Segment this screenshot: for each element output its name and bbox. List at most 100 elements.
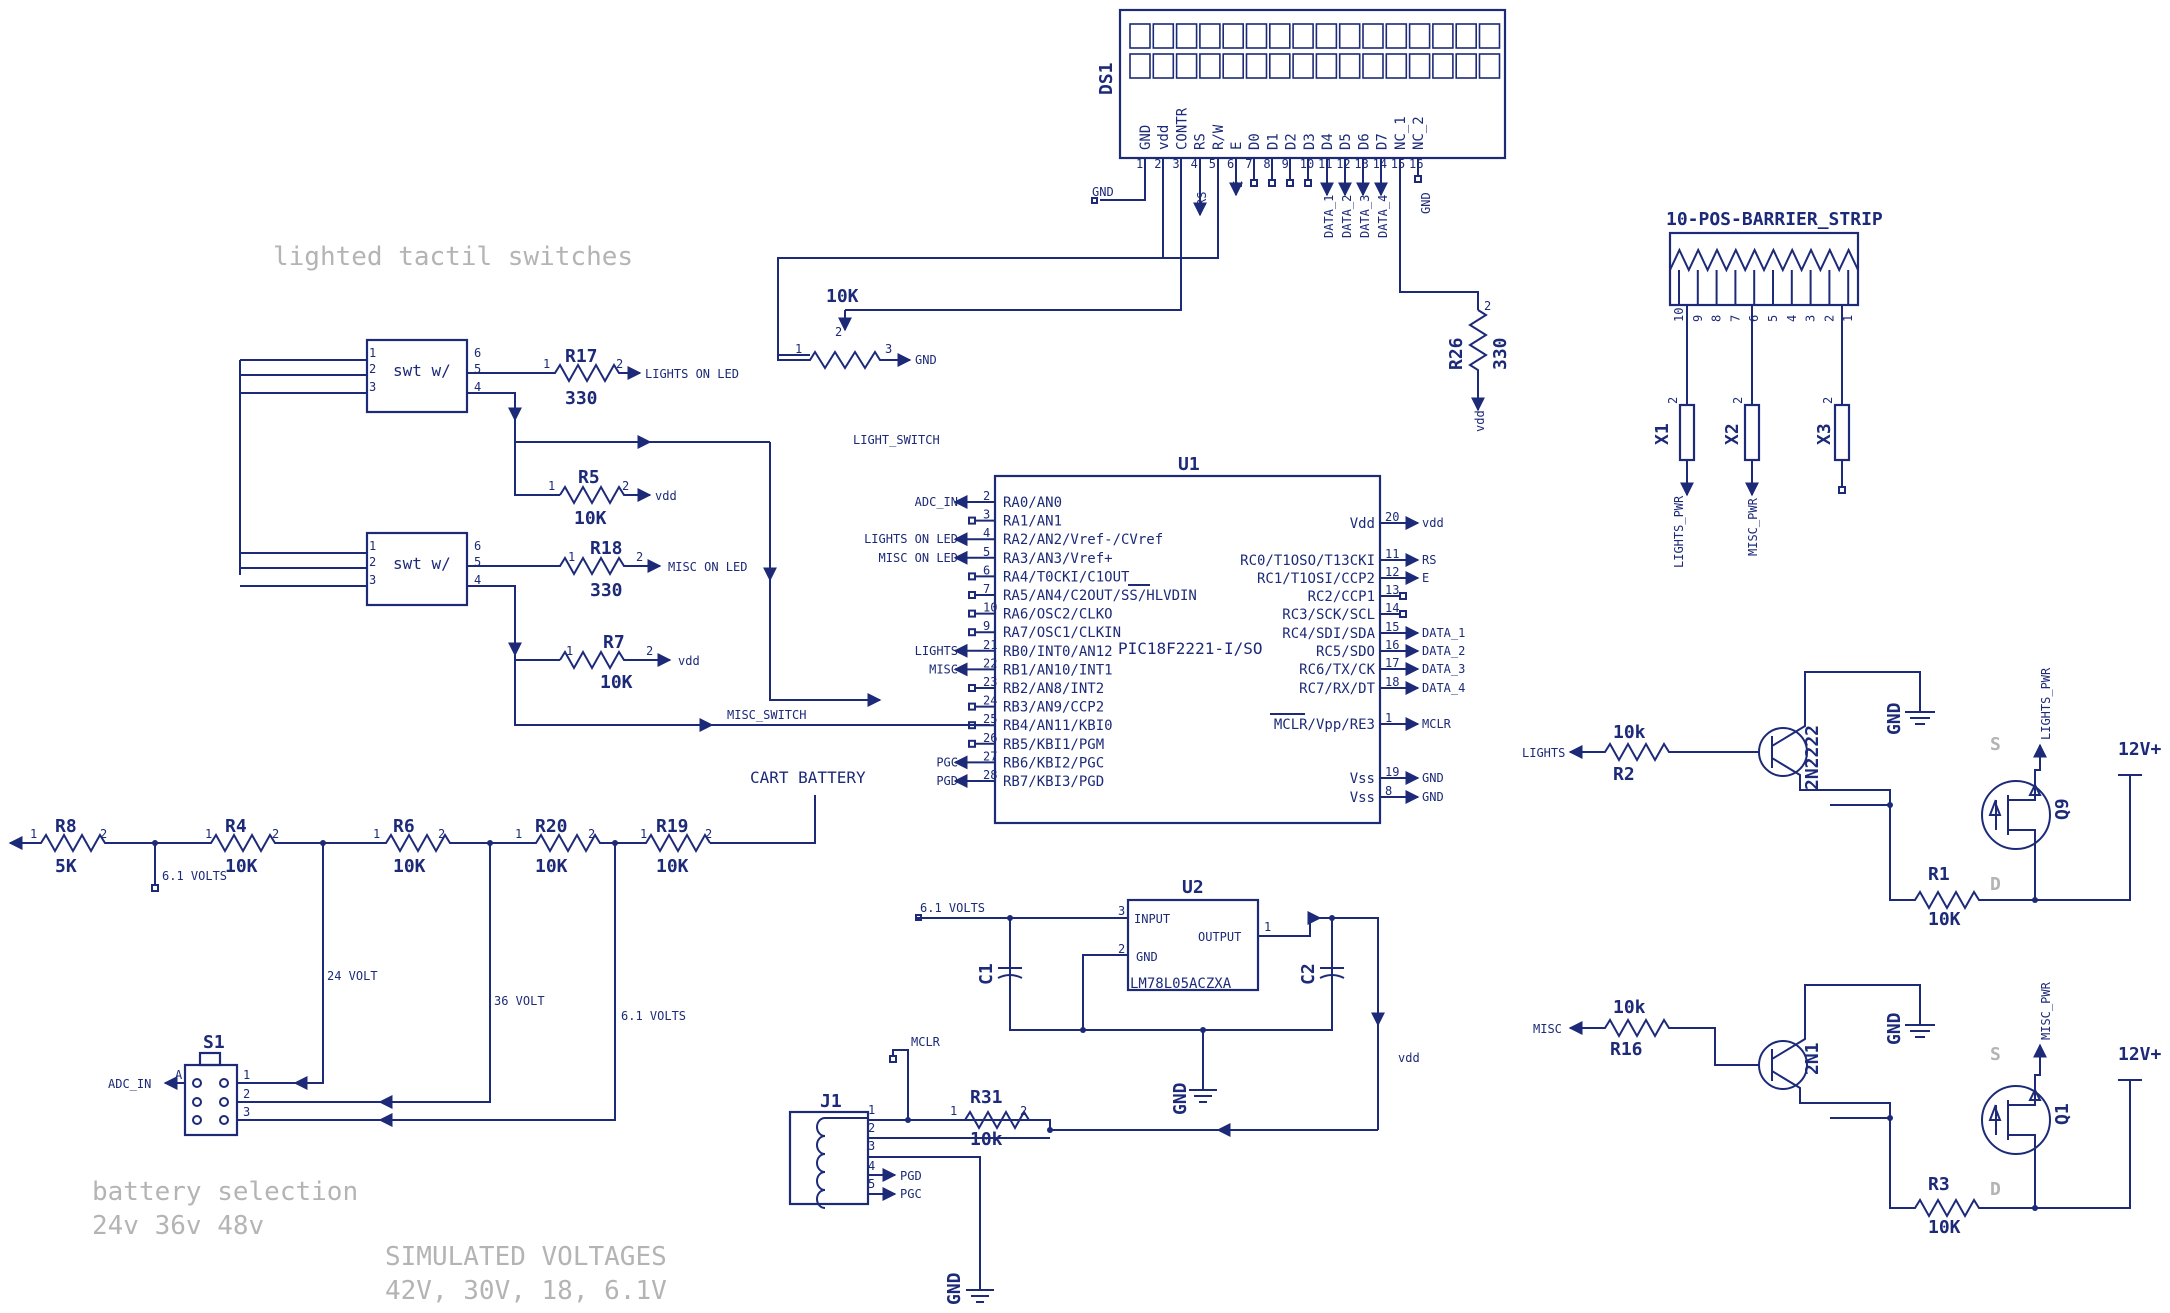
u1-right-pin-name: RC1/T1OSI/CCP2 [1257,571,1375,587]
driver2-mosfet: Q1 [2052,1103,2073,1125]
u1-left-pin-number: 6 [983,563,990,577]
lcd-pin-number: 8 [1263,157,1270,171]
u1-left-pin-name: RB2/AN8/INT2 [1003,681,1104,697]
u1-right-net: MCLR [1422,717,1452,731]
r18-ref: R18 [590,538,623,559]
u1-left-pin-name: RA5/AN4/C2OUT/SS/HLVDIN [1003,588,1197,604]
u1-part: PIC18F2221-I/SO [1118,639,1263,658]
capacitor-c2: C2 [1298,940,1345,1030]
u1-left-net: PGD [936,774,958,788]
strip-pin-number: 1 [1841,315,1855,322]
ds1-data4-net: DATA_4 [1376,195,1390,238]
sw2-pin2: 2 [369,555,376,569]
lcd-cell [1385,53,1408,79]
v36-net: 36 VOLT [494,994,545,1008]
strip-pin-number: 5 [1766,315,1780,322]
u2-input: INPUT [1134,912,1170,926]
lcd-cell [1292,53,1314,79]
s1-a: A [175,1068,183,1082]
driver2-source: S [1990,1044,2001,1065]
lcd-pin-label: D2 [1284,133,1300,150]
sw2-pin5: 5 [474,555,481,569]
lcd-pin-number: 5 [1209,157,1216,171]
u1-right-pin-name: RC2/CCP1 [1308,589,1375,605]
contrast-potentiometer: 10K 1 2 3 GND [777,286,937,370]
r26-ref: R26 [1446,337,1467,370]
s1-pin3: 3 [243,1105,250,1119]
driver1-transistor: 2N2222 [1802,725,1823,790]
u1-left-pin-name: RA7/OSC1/CLKIN [1003,625,1121,641]
ds1-data3-net: DATA_3 [1358,195,1372,238]
u1-left-pin-name: RB3/AN9/CCP2 [1003,700,1104,716]
r26-value: 330 [1490,337,1511,370]
strip-pin-number: 7 [1728,315,1742,322]
u1-right-pin-number: 11 [1385,547,1399,561]
c1-ref: C1 [976,963,997,985]
u1-left-pin-number: 9 [983,619,990,633]
u2-pin2: 2 [1118,942,1125,956]
lcd-pin-number: 15 [1391,157,1405,171]
lcd-pin-label: D7 [1375,133,1391,150]
driver2-gnd: GND [1884,1012,1905,1045]
driver1-mosfet: Q9 [2052,798,2073,820]
v61b-net: 6.1 VOLTS [621,1009,686,1023]
u1-right-pin-name: RC6/TX/CK [1299,662,1375,678]
u1-left-pin-name: RB6/KBI2/PGC [1003,755,1104,771]
r4-ref: R4 [225,816,247,837]
r20-pin1: 1 [515,827,522,841]
u1-left-net: MISC ON LED [879,551,958,565]
driver1-r2-value: 10k [1613,722,1646,743]
pot-pin3: 3 [885,342,892,356]
sw1-pin2: 2 [369,362,376,376]
u1-right-pin-number: 14 [1385,601,1399,615]
r17-net: LIGHTS ON LED [645,367,739,381]
u2-pin3: 3 [1118,904,1125,918]
microcontroller-u1: U1 PIC18F2221-I/SO RA0/AN02ADC_INRA1/AN1… [864,454,1465,825]
r8-pin1: 1 [30,827,37,841]
driver2-net: MISC [1533,1022,1562,1036]
cart-battery-label: CART BATTERY [750,768,866,787]
ds1-gnd2-net: GND [1419,192,1433,214]
capacitor-c1: C1 [976,940,1023,1030]
s1-pin1: 1 [243,1068,250,1082]
u1-left-pin-name: RB0/INT0/AN12 [1003,644,1113,660]
x1-ref: X1 [1652,423,1673,445]
u2-ref: U2 [1182,877,1204,898]
driver2-12v: 12V+ [2118,1044,2162,1065]
lcd-pin-label: D4 [1320,133,1336,150]
j1-pin3: 3 [868,1139,875,1153]
lcd-pin-label: vdd [1156,125,1172,150]
u2-output: OUTPUT [1198,930,1241,944]
driver2-r1-value: 10K [1928,1217,1961,1238]
x2-net: MISC_PWR [1746,497,1760,556]
u1-right-net: GND [1422,771,1444,785]
r6-pin1: 1 [373,827,380,841]
u1-left-pin-number: 22 [983,656,997,670]
strip-teeth [1669,247,1859,273]
resistor-r5: R5 10K 1 2 vdd [548,467,677,529]
r4-pin2: 2 [272,827,279,841]
pot-pin2: 2 [835,325,842,339]
u1-left-pin-number: 3 [983,508,990,522]
u1-left-pin-name: RA3/AN3/Vref+ [1003,551,1113,567]
sw2-pin3: 3 [369,573,376,587]
lcd-pin-label: D5 [1338,133,1354,150]
j1-pgd-net: PGD [900,1169,922,1183]
lcd-cell [1245,53,1268,79]
u1-left-pin-name: RA6/OSC2/CLKO [1003,607,1113,623]
u1-left-pin-name: RA2/AN2/Vref-/CVref [1003,532,1163,548]
lcd-pin-label: GND [1138,125,1154,150]
r7-pin2: 2 [646,644,653,658]
u1-right-net: DATA_2 [1422,644,1465,658]
driver2-drain: D [1990,1179,2001,1200]
u1-left-pin-number: 26 [983,731,997,745]
lcd-cell [1432,53,1454,79]
j1-pgc-net: PGC [900,1187,922,1201]
u1-right-pin-number: 13 [1385,583,1399,597]
u1-right-net: E [1422,571,1429,585]
u1-left-net: MISC [929,662,958,676]
strip-pin-number: 4 [1785,315,1799,322]
switch-lights: swt w/ 1 2 3 6 5 4 [365,338,481,414]
lcd-cell [1152,53,1175,79]
j1-pin5: 5 [868,1177,875,1191]
